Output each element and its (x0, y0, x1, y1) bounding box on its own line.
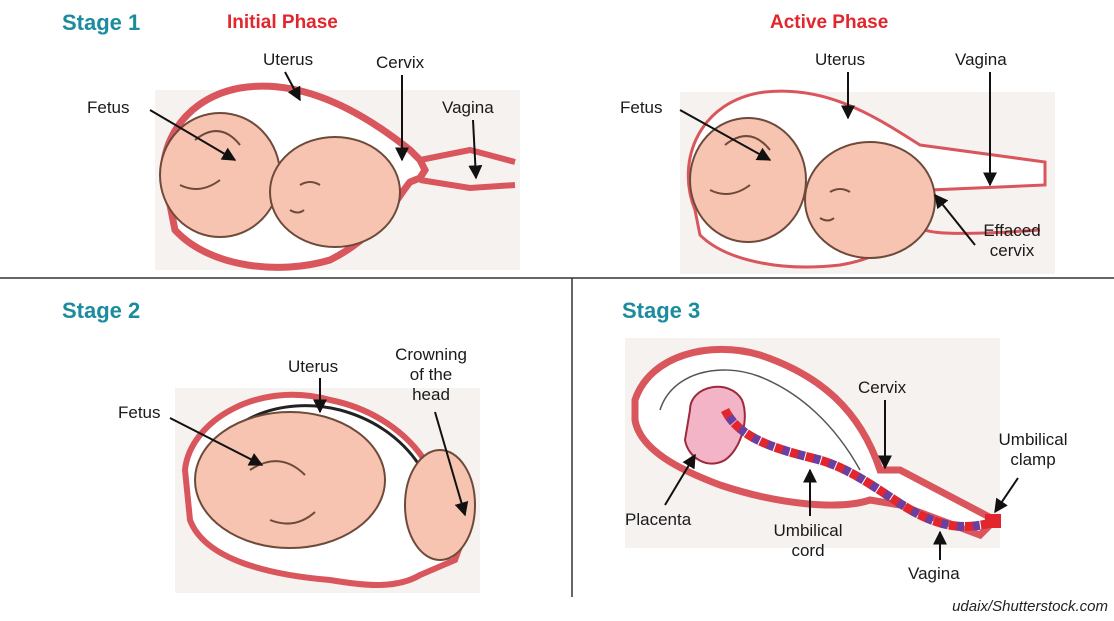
fetus-body (195, 412, 385, 548)
label-vagina: Vagina (908, 564, 960, 584)
stage1-title: Stage 1 (62, 10, 140, 36)
label-fetus: Fetus (620, 98, 663, 118)
initial-phase-title: Initial Phase (227, 12, 338, 34)
active-phase-title: Active Phase (770, 12, 888, 34)
label-uterus: Uterus (263, 50, 313, 70)
label-umbilical-clamp: Umbilical clamp (999, 430, 1068, 470)
label-uterus: Uterus (288, 357, 338, 377)
image-credit: udaix/Shutterstock.com (952, 598, 1108, 615)
label-umbilical-cord-line2: cord (774, 541, 843, 561)
label-uterus: Uterus (815, 50, 865, 70)
stage2-illustration (175, 388, 480, 593)
label-vagina: Vagina (442, 98, 494, 118)
label-cervix: Cervix (376, 53, 424, 73)
label-placenta: Placenta (625, 510, 691, 530)
label-umbilical-clamp-line1: Umbilical (999, 430, 1068, 450)
label-vagina: Vagina (955, 50, 1007, 70)
label-umbilical-clamp-line2: clamp (999, 450, 1068, 470)
label-effaced-cervix-line2: cervix (983, 241, 1040, 261)
umbilical-clamp-shape (985, 514, 1001, 528)
fetus-head (805, 142, 935, 258)
label-fetus: Fetus (87, 98, 130, 118)
fetus-head (405, 450, 475, 560)
label-cervix: Cervix (858, 378, 906, 398)
label-umbilical-cord-line1: Umbilical (774, 521, 843, 541)
stage2-title: Stage 2 (62, 298, 140, 324)
label-effaced-cervix-line1: Effaced (983, 221, 1040, 241)
label-fetus: Fetus (118, 403, 161, 423)
label-effaced-cervix: Effaced cervix (983, 221, 1040, 261)
fetus-head (270, 137, 400, 247)
label-crowning-line1: Crowning (395, 345, 467, 365)
label-crowning-line3: head (395, 385, 467, 405)
stage3-title: Stage 3 (622, 298, 700, 324)
label-umbilical-cord: Umbilical cord (774, 521, 843, 561)
label-crowning-of-the-head: Crowning of the head (395, 345, 467, 405)
label-crowning-line2: of the (395, 365, 467, 385)
